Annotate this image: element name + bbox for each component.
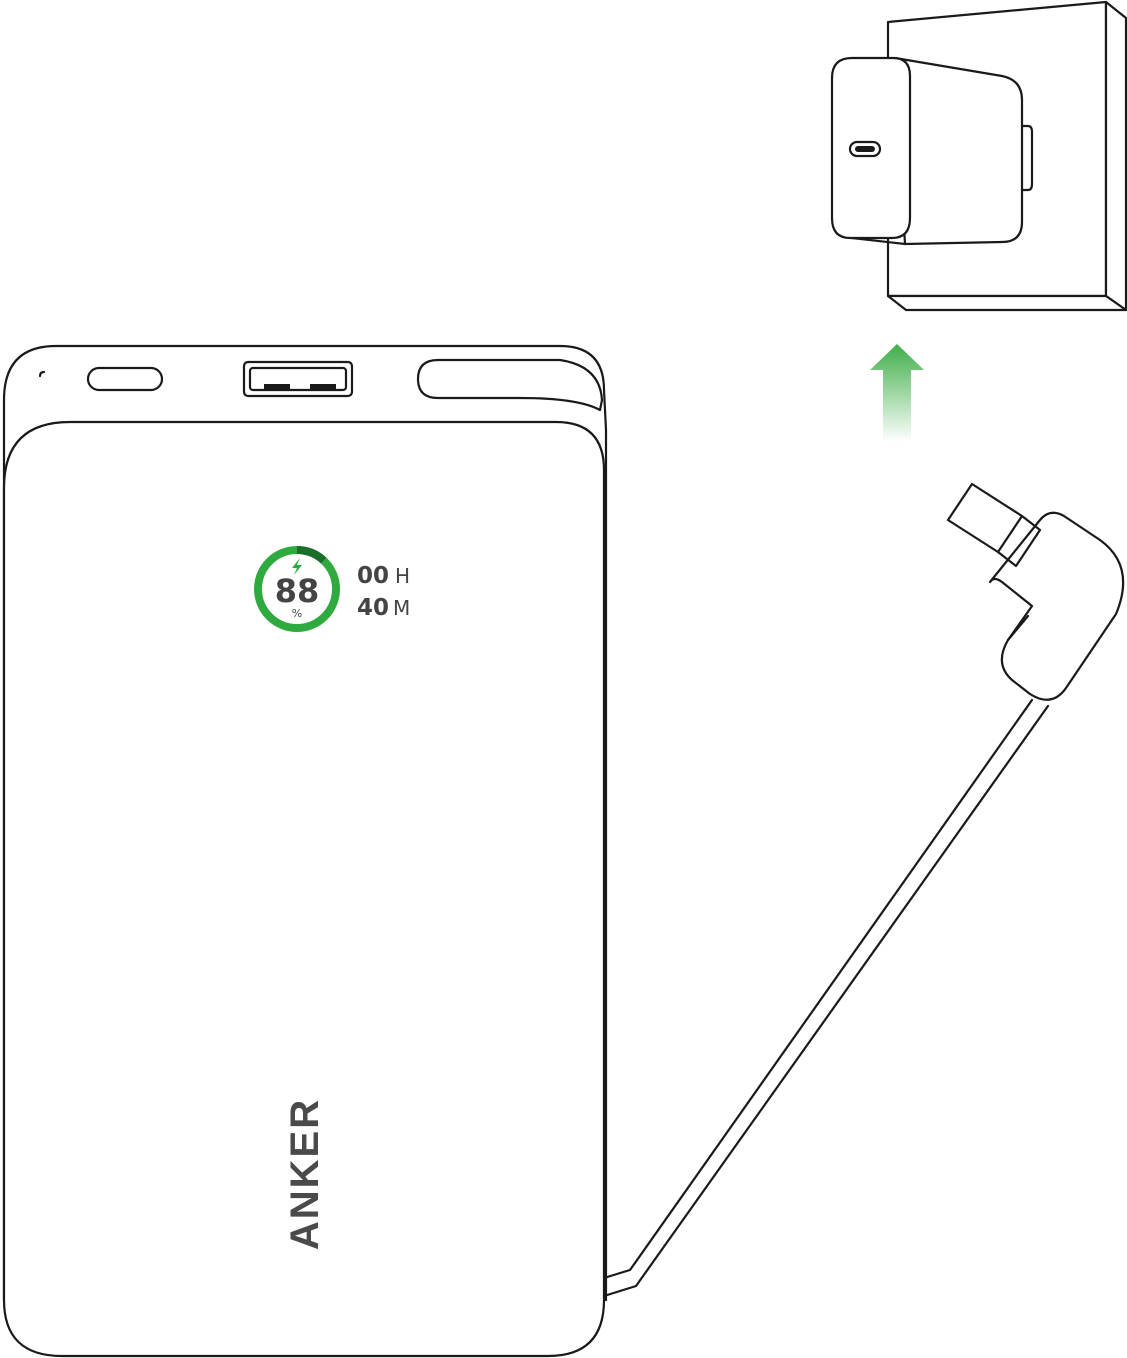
wall-charger: [830, 56, 1034, 246]
anker-logo: ANKER: [283, 1098, 327, 1250]
hours-value: 00: [357, 563, 389, 589]
arrow-up-icon: [870, 344, 924, 442]
battery-display: 88 %: [254, 546, 340, 632]
percent-sign: %: [292, 607, 302, 620]
battery-ring-fill: [296, 546, 327, 564]
minutes-value: 40: [357, 595, 389, 621]
cable-slot: [416, 358, 604, 412]
time-remaining: 00 H 40 M: [357, 563, 410, 621]
usb-c-port: [86, 366, 164, 392]
hours-unit: H: [395, 564, 410, 588]
battery-percent: 88: [275, 572, 320, 610]
lightning-bolt-icon: [292, 558, 302, 575]
usb-a-port: [242, 360, 354, 398]
charging-cable: [602, 482, 1125, 1298]
minutes-unit: M: [393, 596, 410, 620]
power-bank: [2, 344, 608, 1358]
